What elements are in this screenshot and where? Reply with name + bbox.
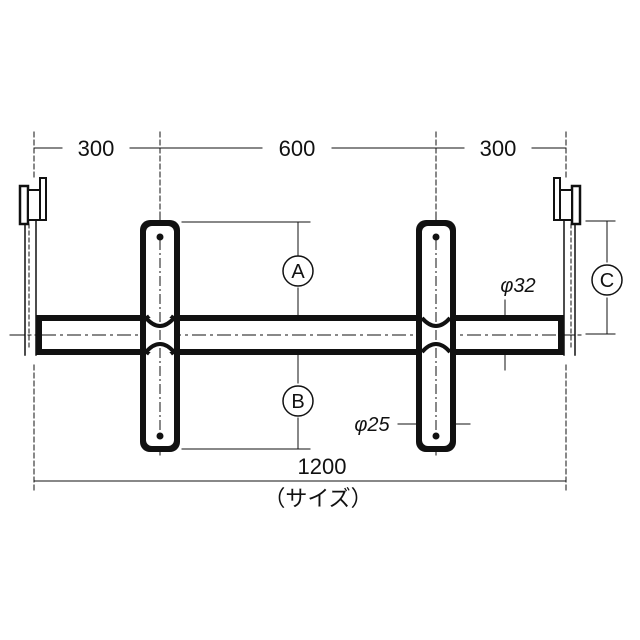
dim-center-span: 600 — [279, 136, 316, 161]
dim-overall-width: 1200 — [298, 454, 347, 479]
callout-c-circle — [591, 264, 623, 296]
bracket-offset-dimension — [585, 220, 616, 335]
grip-diameter-label: φ25 — [354, 414, 390, 436]
overall-dimension-line — [33, 364, 567, 493]
bar-diameter-label: φ32 — [500, 275, 535, 297]
callout-a-label: A — [291, 261, 305, 283]
top-dimension-line — [33, 131, 567, 223]
callout-b-circle — [282, 385, 314, 417]
dim-left-span: 300 — [78, 136, 115, 161]
main-bar — [36, 315, 564, 355]
callout-c-label: C — [600, 270, 614, 292]
dim-right-span: 300 — [480, 136, 517, 161]
callout-b-label: B — [291, 391, 304, 413]
callout-a-circle — [282, 255, 314, 287]
dim-overall-caption: （サイズ） — [263, 487, 372, 512]
